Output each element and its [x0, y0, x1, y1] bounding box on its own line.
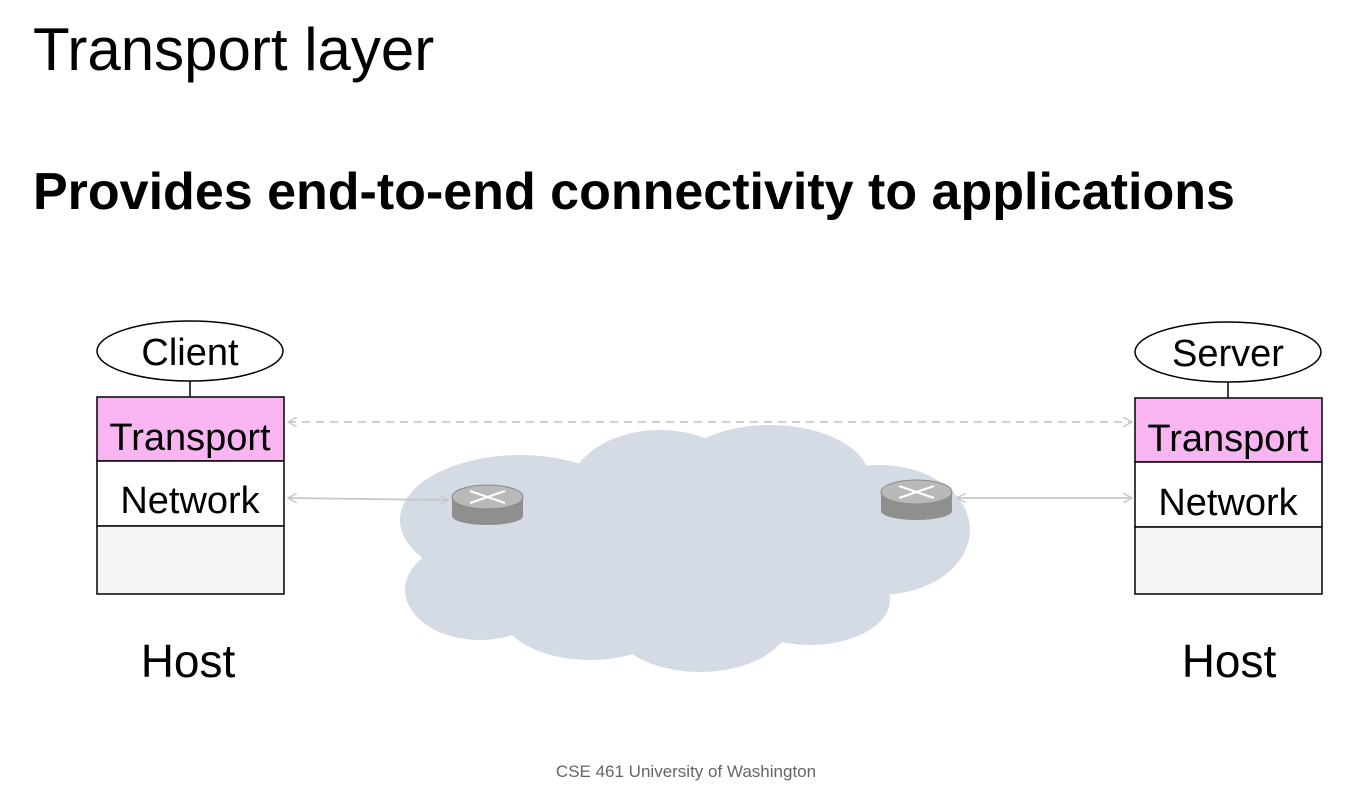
left-transport-layer	[96, 396, 285, 462]
left-network-label: Network	[120, 480, 260, 522]
right-network-layer	[1134, 461, 1323, 528]
network-cloud	[400, 425, 970, 672]
router-icon	[880, 479, 953, 520]
right-host-stack: Server Transport Network Host	[1134, 321, 1323, 687]
router-icon	[451, 484, 524, 525]
right-transport-layer	[1134, 397, 1323, 463]
page-title: Transport layer	[33, 16, 435, 83]
left-network-link	[288, 498, 448, 500]
left-link-layer	[96, 525, 285, 595]
server-label: Server	[1172, 333, 1284, 375]
left-network-layer	[96, 460, 285, 527]
right-link-layer	[1134, 526, 1323, 595]
left-transport-label: Transport	[109, 417, 271, 459]
client-label: Client	[141, 332, 239, 374]
left-host-label: Host	[141, 635, 236, 687]
page-subtitle: Provides end-to-end connectivity to appl…	[33, 163, 1235, 221]
slide-footer: CSE 461 University of Washington	[555, 762, 817, 781]
left-host-stack: Client Transport Network Host	[96, 320, 285, 687]
right-transport-label: Transport	[1147, 418, 1309, 460]
right-network-label: Network	[1158, 482, 1298, 524]
right-host-label: Host	[1182, 635, 1277, 687]
